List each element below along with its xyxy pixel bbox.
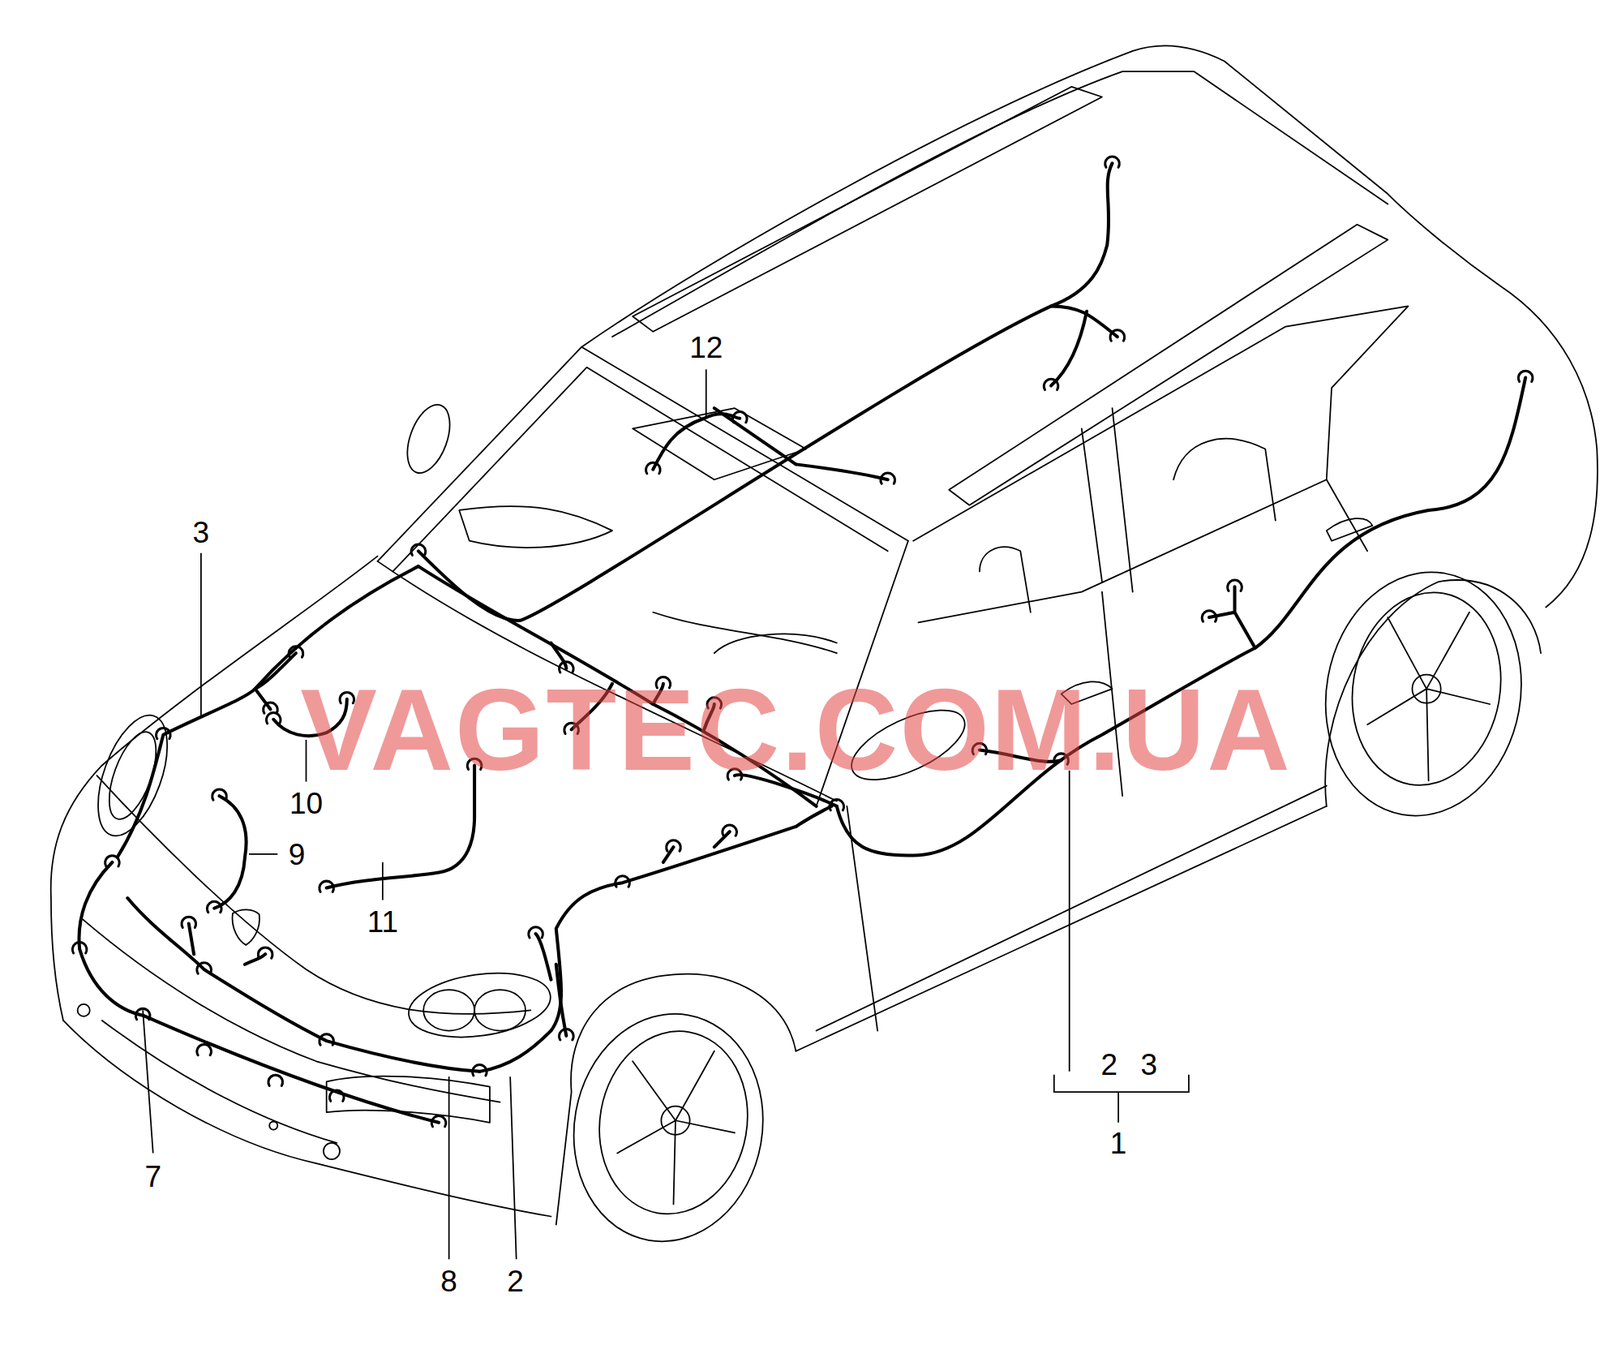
connector-plug — [431, 1115, 447, 1126]
connector-plug — [1201, 610, 1217, 622]
callout-number: 7 — [144, 1160, 162, 1191]
connector-plug — [1105, 156, 1120, 168]
connector-plug — [319, 1033, 335, 1045]
connector-plug — [645, 462, 661, 473]
connector-plug — [615, 875, 631, 887]
watermark: VAGTEC.COM.UA — [300, 672, 1292, 788]
wiring-harness — [78, 163, 1526, 1122]
connector-plug — [829, 798, 845, 810]
connector-plug — [1043, 378, 1059, 390]
connector-plug — [268, 1074, 284, 1086]
connector-plug — [722, 824, 738, 836]
connector-plug — [135, 1008, 151, 1019]
callout-number: 2 — [506, 1265, 524, 1296]
car-body — [51, 45, 1598, 1257]
callout-number: 11 — [367, 906, 399, 937]
leader-lines — [142, 368, 1189, 1259]
connector-plug — [329, 1089, 344, 1101]
callout-number: 8 — [440, 1265, 458, 1296]
connector-plug — [206, 900, 222, 912]
callout-number: 10 — [289, 788, 323, 819]
connector-plug — [197, 962, 212, 974]
connector-plug — [212, 789, 228, 800]
connector-plug — [197, 1043, 212, 1055]
connector-plug — [1227, 579, 1243, 591]
connector-plug — [288, 646, 304, 657]
connector-plug — [1110, 330, 1125, 341]
connector-plug — [472, 1064, 488, 1076]
connector-plug — [880, 472, 896, 484]
connector-plug — [105, 855, 121, 867]
connector-plug — [559, 1029, 575, 1040]
connector-plug — [411, 544, 426, 555]
connector-plug — [319, 880, 335, 892]
connector-plug — [72, 942, 87, 953]
connector-plug — [257, 947, 273, 958]
callout-number: 3 — [1141, 1049, 1159, 1080]
callout-number: 1 — [1110, 1128, 1128, 1159]
callout-number: 2 — [1100, 1049, 1118, 1080]
connector-plug — [1518, 370, 1533, 382]
callout-number: 3 — [193, 516, 211, 547]
connector-plug — [156, 727, 172, 738]
connector-plug — [528, 926, 544, 938]
connector-plug — [732, 411, 747, 422]
connector-plug — [181, 916, 197, 927]
callout-number: 12 — [689, 331, 723, 362]
connector-plug — [265, 712, 281, 724]
connector-plugs — [72, 156, 1533, 1127]
connector-plug — [666, 840, 682, 851]
callout-number: 9 — [288, 839, 306, 870]
connector-plug — [559, 661, 575, 673]
